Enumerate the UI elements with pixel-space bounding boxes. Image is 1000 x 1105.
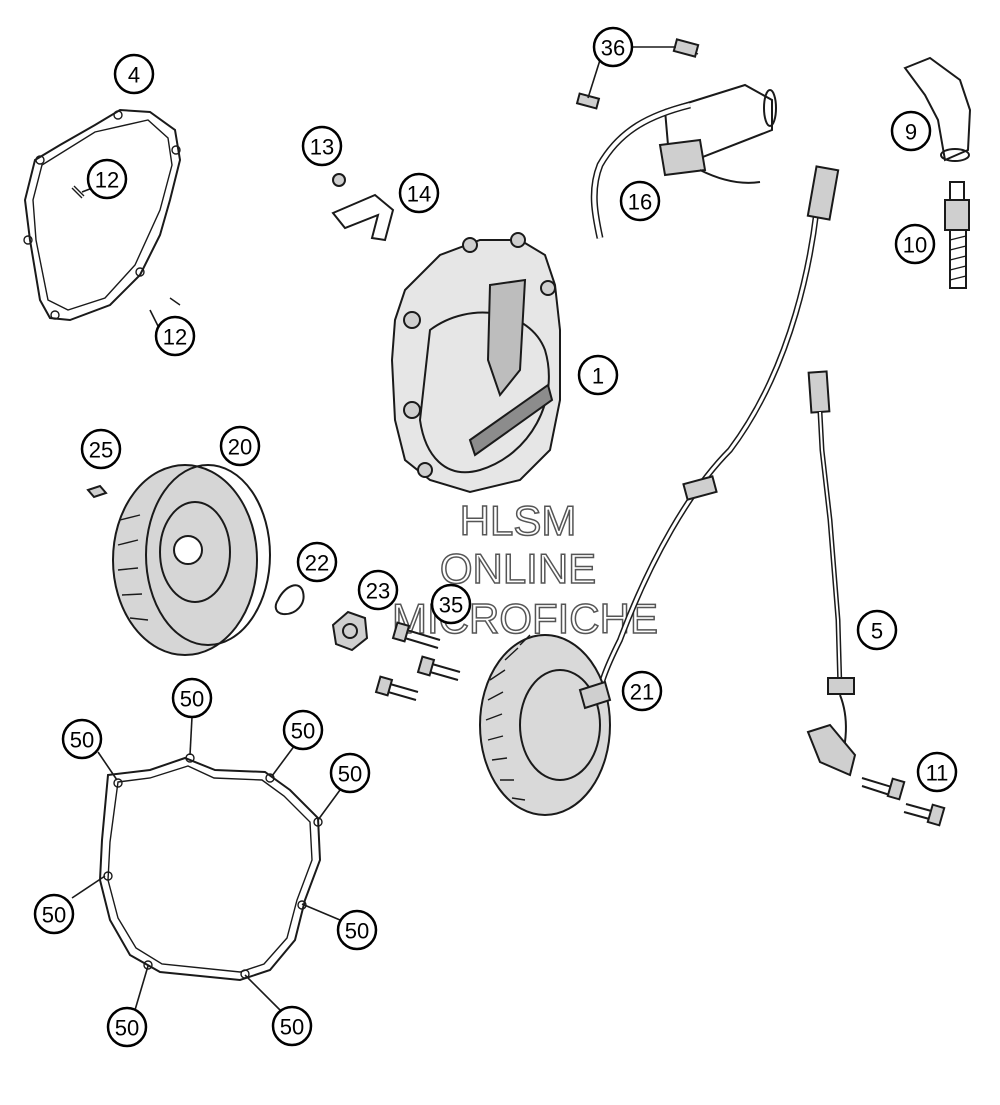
callout-23-label: 23 <box>366 579 390 604</box>
callout-14: 14 <box>398 172 440 214</box>
callout-50-bottom-right-label: 50 <box>280 1015 304 1040</box>
washer-part <box>274 584 305 616</box>
callout-11-label: 11 <box>926 761 949 786</box>
callout-9-label: 9 <box>905 120 917 145</box>
callout-10: 10 <box>894 223 936 265</box>
callout-50-right: 50 <box>329 752 371 794</box>
callout-14-label: 14 <box>407 182 431 207</box>
callout-12-lower-label: 12 <box>163 325 187 350</box>
callout-4: 4 <box>113 53 155 95</box>
callout-36-label: 36 <box>601 36 625 61</box>
callout-50-upper-right-label: 50 <box>291 719 315 744</box>
nut-part <box>331 610 369 652</box>
callout-9: 9 <box>890 110 932 152</box>
callout-35-label: 35 <box>439 593 463 618</box>
callout-23: 23 <box>357 569 399 611</box>
callout-35: 35 <box>430 583 472 625</box>
callout-50-left: 50 <box>33 893 75 935</box>
callout-22: 22 <box>296 541 338 583</box>
callout-16-label: 16 <box>628 190 652 215</box>
callout-50-bottom-left-label: 50 <box>115 1016 139 1041</box>
watermark-line-2: ONLINE <box>440 545 596 592</box>
watermark-line-1: HLSM <box>460 497 577 544</box>
spark-plug-part <box>944 181 970 289</box>
callout-12-upper-label: 12 <box>95 168 119 193</box>
callout-25-label: 25 <box>89 438 113 463</box>
callout-25: 25 <box>80 428 122 470</box>
callout-1: 1 <box>577 354 619 396</box>
callout-50-lower-right-label: 50 <box>345 919 369 944</box>
callout-50-upper-left: 50 <box>61 718 103 760</box>
callout-13: 13 <box>301 125 343 167</box>
ignition-cover-part <box>390 232 561 494</box>
callout-1-label: 1 <box>592 364 604 389</box>
gasket-small-part <box>23 108 182 322</box>
callout-5-label: 5 <box>871 619 883 644</box>
callout-50-top-label: 50 <box>180 687 204 712</box>
gasket-large-part <box>98 753 323 982</box>
callout-10-label: 10 <box>903 233 927 258</box>
bracket-part <box>331 173 395 242</box>
callout-4-label: 4 <box>128 63 140 88</box>
callout-50-upper-left-label: 50 <box>70 728 94 753</box>
woodruff-key-part <box>86 484 108 499</box>
callout-50-right-label: 50 <box>338 762 362 787</box>
stator-part <box>479 165 840 816</box>
ignition-coil-part <box>575 38 777 239</box>
callout-50-bottom-right: 50 <box>271 1005 313 1047</box>
callout-50-lower-right: 50 <box>336 909 378 951</box>
callout-20: 20 <box>219 425 261 467</box>
callout-50-left-label: 50 <box>42 903 66 928</box>
callout-36: 36 <box>592 26 634 68</box>
callout-12-upper: 12 <box>86 158 128 200</box>
callout-5: 5 <box>856 609 898 651</box>
callout-12-lower: 12 <box>154 315 196 357</box>
callout-11: 11 <box>916 751 958 793</box>
spark-plug-cap-part <box>903 56 972 162</box>
callout-50-upper-right: 50 <box>282 709 324 751</box>
screws-part <box>861 777 946 827</box>
bolts-part <box>374 621 461 701</box>
callout-50-bottom-left: 50 <box>106 1006 148 1048</box>
watermark: HLSM ONLINE MICROFICHE <box>391 496 659 643</box>
callout-16: 16 <box>619 180 661 222</box>
leader-lines <box>71 46 676 1011</box>
sensor-cable-part <box>806 370 857 777</box>
callout-22-label: 22 <box>305 551 329 576</box>
callout-21-label: 21 <box>630 680 654 705</box>
callout-50-top: 50 <box>171 677 213 719</box>
flywheel-part <box>112 464 271 656</box>
callout-21: 21 <box>621 670 663 712</box>
callout-20-label: 20 <box>228 435 252 460</box>
callout-13-label: 13 <box>310 135 334 160</box>
